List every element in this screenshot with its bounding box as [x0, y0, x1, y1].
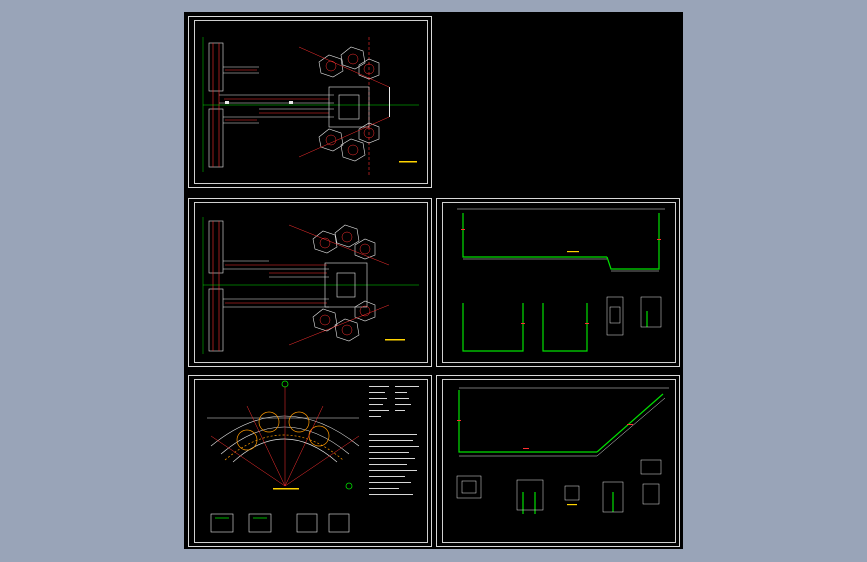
plan-lower-drawing — [202, 217, 419, 354]
sheet-frame — [194, 20, 428, 184]
sheet-long-section[interactable] — [436, 375, 680, 547]
plan-upper-drawing — [202, 37, 419, 177]
circle-marker-icon — [281, 380, 289, 388]
sheet-plan-lower[interactable] — [188, 198, 432, 367]
curved-plan-drawing — [207, 380, 419, 533]
wall-section-drawing — [457, 208, 665, 352]
sheet-frame — [194, 202, 428, 363]
circle-marker-icon — [345, 482, 353, 490]
sheet-wall-section[interactable] — [436, 198, 680, 367]
sheet-plan-upper[interactable] — [188, 16, 432, 188]
drawing-canvas[interactable] — [184, 12, 683, 549]
sheet-frame — [194, 379, 428, 543]
long-section-drawing — [456, 387, 669, 514]
sheet-frame — [442, 379, 676, 543]
sheet-curved-plan[interactable] — [188, 375, 432, 547]
sheet-frame — [442, 202, 676, 363]
